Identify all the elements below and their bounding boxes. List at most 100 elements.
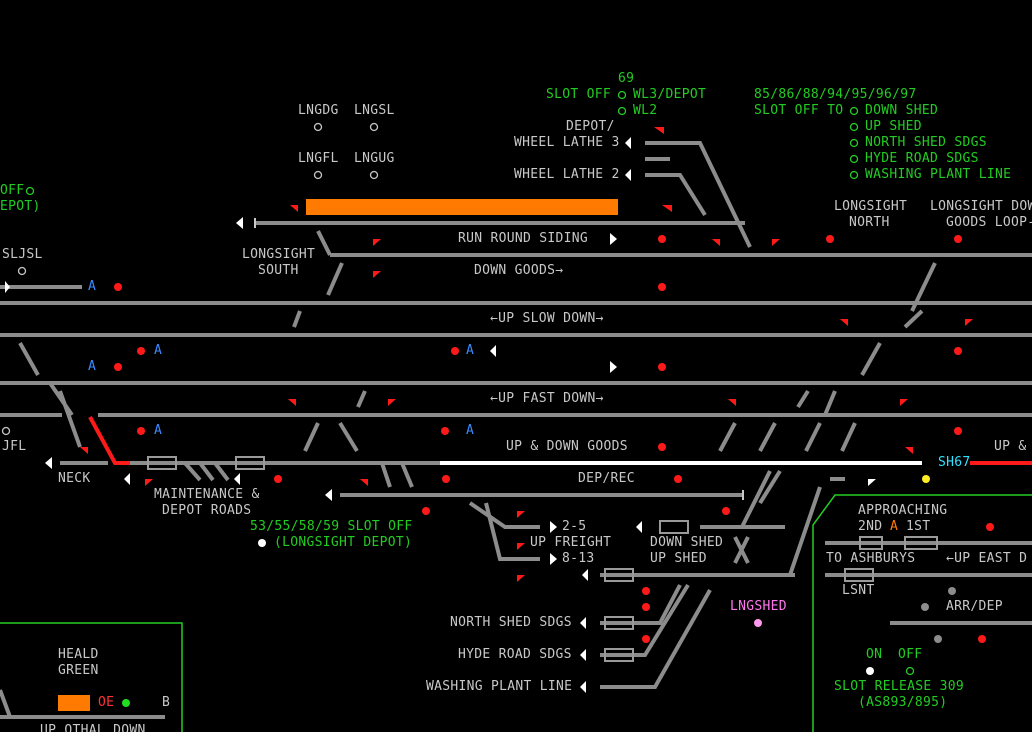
occupied-track-block[interactable] bbox=[306, 199, 618, 215]
lngfl-label: LNGFL bbox=[298, 151, 339, 166]
slot-lamp-on[interactable] bbox=[866, 667, 874, 675]
down-shed-slot-label: DOWN SHED bbox=[865, 103, 939, 118]
up-down-goods-label: UP & DOWN GOODS bbox=[506, 439, 628, 454]
first-label: 1ST bbox=[906, 519, 931, 534]
depot-roads-label: DEPOT ROADS bbox=[162, 503, 252, 518]
maintenance-label: MAINTENANCE & bbox=[154, 487, 260, 502]
run-round-siding-label: RUN ROUND SIDING bbox=[458, 231, 589, 246]
crossover[interactable] bbox=[303, 390, 414, 488]
slot-release-label: SLOT RELEASE 309 bbox=[834, 679, 965, 694]
arr-dep-label: ARR/DEP bbox=[946, 599, 1003, 614]
sljsl-label: SLJSL bbox=[2, 247, 43, 262]
longsight-south-label: LONGSIGHT bbox=[242, 247, 316, 262]
b-label: B bbox=[162, 695, 171, 710]
wheel-lathe-2-label: WHEEL LATHE 2 bbox=[514, 167, 620, 182]
crossover[interactable] bbox=[733, 536, 750, 564]
auto-label: A bbox=[466, 343, 475, 358]
auto-label: A bbox=[88, 279, 97, 294]
neck-label: NECK bbox=[58, 471, 91, 486]
hyde-road-sdgs-label: HYDE ROAD SDGS bbox=[458, 647, 572, 662]
shed-road[interactable] bbox=[468, 469, 785, 561]
up-fast-down-label: ←UP FAST DOWN→ bbox=[490, 391, 604, 406]
ashburys-box bbox=[812, 494, 1032, 732]
slot-off-label: SLOT OFF bbox=[546, 87, 612, 102]
crossover[interactable] bbox=[718, 262, 937, 452]
approaching-label: APPROACHING bbox=[858, 503, 948, 518]
depot-fan[interactable] bbox=[183, 461, 230, 482]
a-mark-label: A bbox=[890, 519, 899, 534]
up-freight-label: UP FREIGHT bbox=[530, 535, 612, 550]
wl2-label: WL2 bbox=[633, 103, 658, 118]
north-shed-sdgs-label: NORTH SHED SDGS bbox=[450, 615, 572, 630]
longsight-north-label-2: NORTH bbox=[849, 215, 890, 230]
indicator-lamps[interactable] bbox=[1, 122, 379, 436]
lngshed-lamp[interactable] bbox=[754, 619, 762, 627]
lngshed-label: LNGSHED bbox=[730, 599, 787, 614]
left-depot-label: EPOT) bbox=[0, 199, 41, 214]
longsight-depot-label: (LONGSIGHT DEPOT) bbox=[274, 535, 413, 550]
up-othal-label: UP OTHAL DOWN bbox=[40, 723, 146, 732]
depot-label: DEPOT/ bbox=[566, 119, 615, 134]
longsight-north-label: LONGSIGHT bbox=[834, 199, 908, 214]
road-8-13-label: 8-13 bbox=[562, 551, 595, 566]
direction-arrows bbox=[5, 137, 642, 693]
siding-road[interactable] bbox=[600, 583, 712, 689]
berth-boxes bbox=[147, 456, 938, 662]
buffer-stop bbox=[254, 218, 744, 500]
lsd-slot-label: 53/55/58/59 SLOT OFF bbox=[250, 519, 413, 534]
north-shed-slot-label: NORTH SHED SDGS bbox=[865, 135, 987, 150]
auto-label: A bbox=[154, 343, 163, 358]
as893-label: (AS893/895) bbox=[858, 695, 948, 710]
lngsl-label: LNGSL bbox=[354, 103, 395, 118]
second-label: 2ND bbox=[858, 519, 883, 534]
auto-label: A bbox=[88, 359, 97, 374]
longsight-down-label: LONGSIGHT DOW bbox=[930, 199, 1032, 214]
off-label: OFF bbox=[898, 647, 923, 662]
longsight-south-label-2: SOUTH bbox=[258, 263, 299, 278]
slot-69-number: 69 bbox=[618, 71, 635, 86]
left-off-label: OFF bbox=[0, 183, 25, 198]
wl3-depot-label: WL3/DEPOT bbox=[633, 87, 707, 102]
jfl-label: JFL bbox=[2, 439, 27, 454]
slot-lamp-on[interactable] bbox=[258, 539, 266, 547]
auto-label: A bbox=[466, 423, 475, 438]
on-label: ON bbox=[866, 647, 883, 662]
down-goods-label: DOWN GOODS→ bbox=[474, 263, 564, 278]
to-ashburys-label: TO ASHBURYS bbox=[826, 551, 916, 566]
signal-green[interactable] bbox=[122, 699, 130, 707]
dep-rec-label: DEP/REC bbox=[578, 471, 635, 486]
lsnt-label: LSNT bbox=[842, 583, 875, 598]
slot-off-to-label: SLOT OFF TO bbox=[754, 103, 844, 118]
auto-label: A bbox=[154, 423, 163, 438]
signals-off[interactable] bbox=[868, 479, 876, 486]
wheel-lathe-road[interactable] bbox=[645, 141, 752, 248]
heald-green-box bbox=[0, 622, 183, 732]
crossover[interactable] bbox=[18, 230, 344, 448]
lngug-label: LNGUG bbox=[354, 151, 395, 166]
goods-loop-label: GOODS LOOP- bbox=[946, 215, 1032, 230]
hyde-road-slot-label: HYDE ROAD SDGS bbox=[865, 151, 979, 166]
occupied-route[interactable] bbox=[88, 416, 130, 465]
up-shed-slot-label: UP SHED bbox=[865, 119, 922, 134]
wheel-lathe-3-label: WHEEL LATHE 3 bbox=[514, 135, 620, 150]
signal-yellow[interactable] bbox=[922, 475, 930, 483]
down-shed-label: DOWN SHED bbox=[650, 535, 724, 550]
sh67-berth[interactable]: SH67 bbox=[938, 455, 971, 470]
up-slow-down-label: ←UP SLOW DOWN→ bbox=[490, 311, 604, 326]
road-2-5-label: 2-5 bbox=[562, 519, 587, 534]
washing-plant-slot-label: WASHING PLANT LINE bbox=[865, 167, 1012, 182]
up-shed-label: UP SHED bbox=[650, 551, 707, 566]
crossover[interactable] bbox=[0, 689, 12, 718]
washing-plant-line-label: WASHING PLANT LINE bbox=[426, 679, 573, 694]
signals[interactable] bbox=[80, 127, 994, 643]
slot-lamps[interactable] bbox=[25, 90, 915, 676]
up-east-label: ←UP EAST D bbox=[946, 551, 1028, 566]
position-lights bbox=[921, 587, 956, 643]
oe-label: OE bbox=[98, 695, 115, 710]
green-label: GREEN bbox=[58, 663, 99, 678]
up-and-label: UP & bbox=[994, 439, 1027, 454]
slot-multi-label: 85/86/88/94/95/96/97 bbox=[754, 87, 917, 102]
occupied-track-block[interactable] bbox=[58, 695, 90, 711]
